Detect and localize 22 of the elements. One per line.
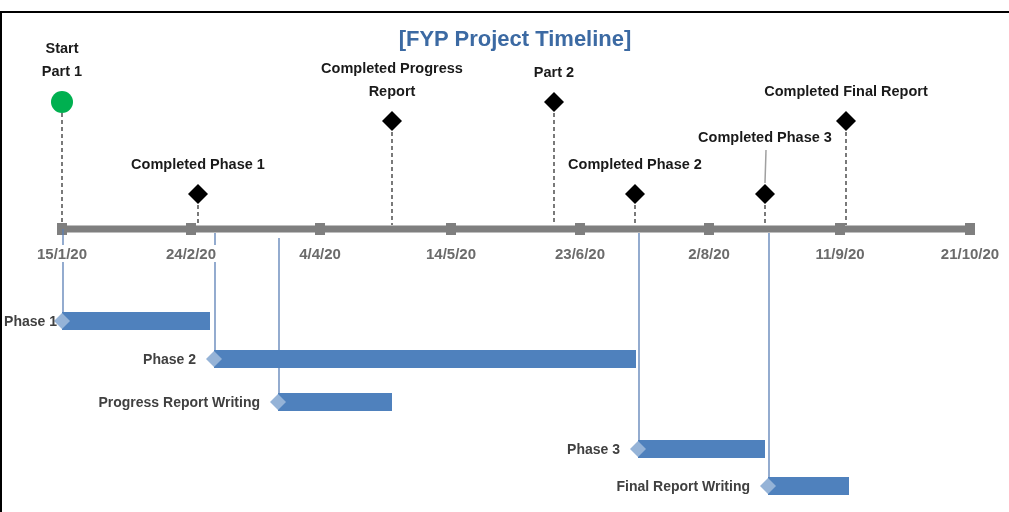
milestone-label: Completed Phase 2 — [568, 155, 702, 174]
date-label: 23/6/20 — [552, 245, 607, 262]
date-label: 4/4/20 — [297, 245, 343, 262]
milestone-label: Completed Progress Report — [320, 59, 464, 101]
date-label: 15/1/20 — [34, 245, 89, 262]
date-label: 11/9/20 — [813, 245, 867, 262]
date-label: 21/10/20 — [938, 245, 1002, 262]
chart-title: [FYP Project Timeline] — [398, 26, 632, 52]
date-label: 14/5/20 — [423, 245, 478, 262]
task-label: Phase 3 — [567, 440, 620, 458]
date-label: 2/8/20 — [686, 245, 732, 262]
task-label: Phase 2 — [143, 350, 196, 368]
task-label: Progress Report Writing — [98, 393, 260, 411]
task-label: Final Report Writing — [616, 477, 750, 495]
task-label: Phase 1 — [4, 312, 57, 330]
milestone-label: Start Part 1 — [40, 39, 84, 81]
milestone-label: Part 2 — [533, 63, 575, 82]
milestone-label: Completed Phase 3 — [698, 128, 832, 147]
milestone-label: Completed Final Report — [764, 82, 928, 101]
leader-line — [764, 149, 767, 184]
milestone-label: Completed Phase 1 — [131, 155, 265, 174]
date-label: 24/2/20 — [163, 245, 218, 262]
